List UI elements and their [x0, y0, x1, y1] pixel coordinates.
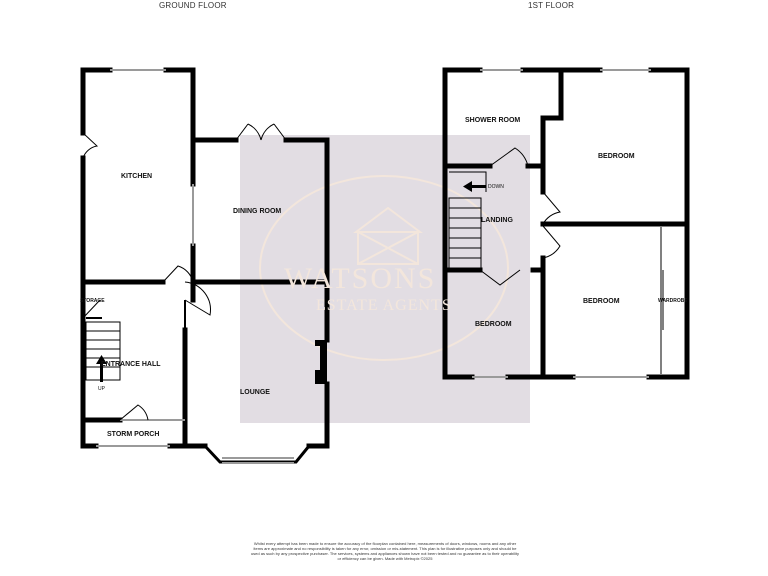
- room-label-storage: STORAGE: [80, 298, 105, 304]
- disclaimer-text: Whilst every attempt has been made to en…: [250, 541, 520, 561]
- stairs-down-label: DOWN: [488, 184, 504, 190]
- room-label-kitchen: KITCHEN: [121, 173, 153, 180]
- first-floor-title: 1ST FLOOR: [528, 1, 575, 10]
- room-label-landing: LANDING: [481, 217, 513, 224]
- room-label-shower-room: SHOWER ROOM: [465, 117, 521, 124]
- room-label-bedroom-3: BEDROOM: [475, 321, 512, 328]
- ground-floor-title: GROUND FLOOR: [159, 1, 227, 10]
- stairs-up-arrow: [96, 355, 107, 382]
- room-label-bedroom-1: BEDROOM: [598, 153, 635, 160]
- watermark-background: [240, 135, 530, 423]
- watermark-logo: [259, 175, 509, 361]
- first-stairs: [448, 171, 487, 269]
- stairs-down-arrow: [463, 181, 486, 192]
- watermark-name: WATSONS: [284, 262, 437, 295]
- first-windows: [472, 69, 651, 378]
- room-label-storm-porch: STORM PORCH: [107, 431, 160, 438]
- wardrobe: [660, 227, 664, 374]
- ground-doors: [82, 123, 287, 421]
- ground-floor-walls: [80, 67, 330, 449]
- lounge-bay-window: [203, 444, 311, 464]
- chimney-breast: [315, 340, 327, 384]
- ground-thin-walls: [82, 284, 186, 330]
- wardrobe-label: WARDROBE: [658, 298, 687, 304]
- first-doors: [479, 147, 561, 286]
- watermark-subtitle: ESTATE AGENTS: [316, 297, 452, 314]
- room-label-dining-room: DINING ROOM: [233, 208, 282, 215]
- first-floor-walls: [442, 67, 690, 380]
- room-label-lounge: LOUNGE: [240, 389, 270, 396]
- stairs-up-label: UP: [98, 386, 105, 392]
- ground-windows: [96, 69, 294, 464]
- room-label-entrance-hall: ENTRANCE HALL: [101, 361, 161, 368]
- room-label-bedroom-2: BEDROOM: [583, 298, 620, 305]
